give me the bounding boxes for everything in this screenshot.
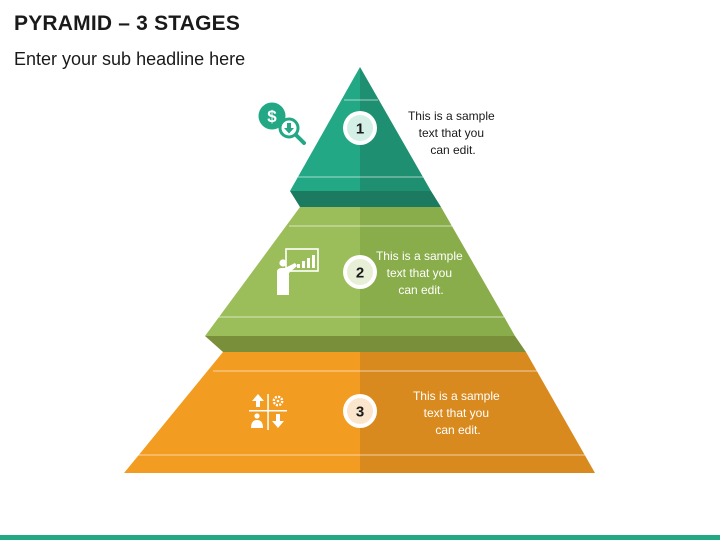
stage-2-connector: [290, 191, 441, 207]
page-subtitle: Enter your sub headline here: [14, 49, 246, 69]
bottom-accent-bar: [0, 535, 720, 540]
stage-3-text-line-1: This is a sample: [413, 389, 500, 403]
stage-1-text-line-2: text that you: [419, 126, 484, 140]
stage-1-number: 1: [356, 121, 364, 138]
stage-3-right-face: [360, 352, 595, 473]
stage-3-connector: [205, 336, 526, 352]
stage-3-number-badge: [347, 398, 373, 424]
presenter-chart-icon: [277, 248, 319, 295]
stage-2-number: 2: [356, 265, 364, 282]
stage-1-left-face: [290, 67, 360, 191]
stage-1-text-line-3: can edit.: [430, 143, 475, 157]
stage-2-text-line-1: This is a sample: [376, 249, 463, 263]
stage-1-text-line-1: This is a sample: [408, 109, 495, 123]
stage-2-right-face: [360, 207, 515, 336]
svg-text:$: $: [267, 107, 277, 126]
stage-2[interactable]: 2 This is a sample text that you can edi…: [205, 191, 515, 336]
stage-3-number: 3: [356, 404, 364, 421]
dollar-search-icon: $: [258, 102, 306, 145]
stage-3-text-line-3: can edit.: [435, 423, 480, 437]
stage-3-left-face: [124, 352, 360, 473]
stage-3-text-line-2: text that you: [424, 406, 489, 420]
stage-2-text-line-3: can edit.: [398, 283, 443, 297]
stage-2-number-badge: [347, 259, 373, 285]
stage-1[interactable]: 1 This is a sample text that you can edi…: [258, 67, 499, 191]
stage-1-number-badge: [347, 115, 373, 141]
stage-3[interactable]: 3 This is a sample text that you can edi…: [124, 336, 595, 473]
stage-1-text: This is a sample text that you can edit.: [408, 109, 498, 157]
page-title: PYRAMID – 3 STAGES: [14, 12, 241, 35]
stage-2-text-line-2: text that you: [387, 266, 452, 280]
stage-3-text: This is a sample text that you can edit.: [413, 389, 503, 437]
stage-2-text: This is a sample text that you can edit.: [376, 249, 466, 297]
stage-1-right-face: [360, 67, 431, 191]
process-arrows-gear-icon: [249, 394, 287, 430]
